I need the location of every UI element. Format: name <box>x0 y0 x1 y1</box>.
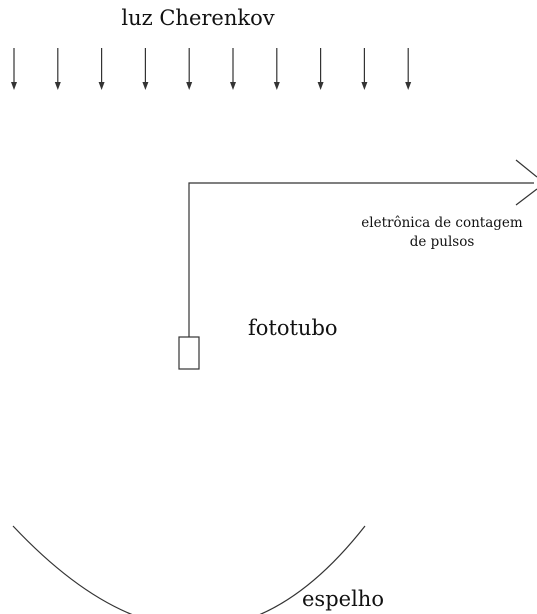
phototube <box>178 336 200 370</box>
mirror-label: espelho <box>302 587 384 611</box>
electronics-label-line-1: eletrônica de contagem <box>361 215 523 231</box>
electronics-label-line-2: de pulsos <box>409 234 475 250</box>
pulse-counting-electronics-label: eletrônica de contagem de pulsos <box>342 214 537 252</box>
phototube-label: fototubo <box>248 316 338 340</box>
signal-cable <box>188 182 534 337</box>
light-ray-arrowhead <box>186 82 193 90</box>
signal-arrowhead <box>515 159 537 206</box>
mirror-arc <box>12 525 366 614</box>
cherenkov-light-rays <box>11 48 412 90</box>
light-ray-arrowhead <box>98 82 105 90</box>
light-ray-arrowhead <box>142 82 149 90</box>
light-ray-arrowhead <box>273 82 280 90</box>
light-ray-arrowhead <box>54 82 61 90</box>
light-ray-arrowhead <box>405 82 412 90</box>
light-ray-arrowhead <box>230 82 236 90</box>
light-ray-arrowhead <box>361 82 368 90</box>
cherenkov-light-label: luz Cherenkov <box>121 6 275 30</box>
light-ray-arrowhead <box>317 82 324 90</box>
light-ray-arrowhead <box>11 82 17 90</box>
